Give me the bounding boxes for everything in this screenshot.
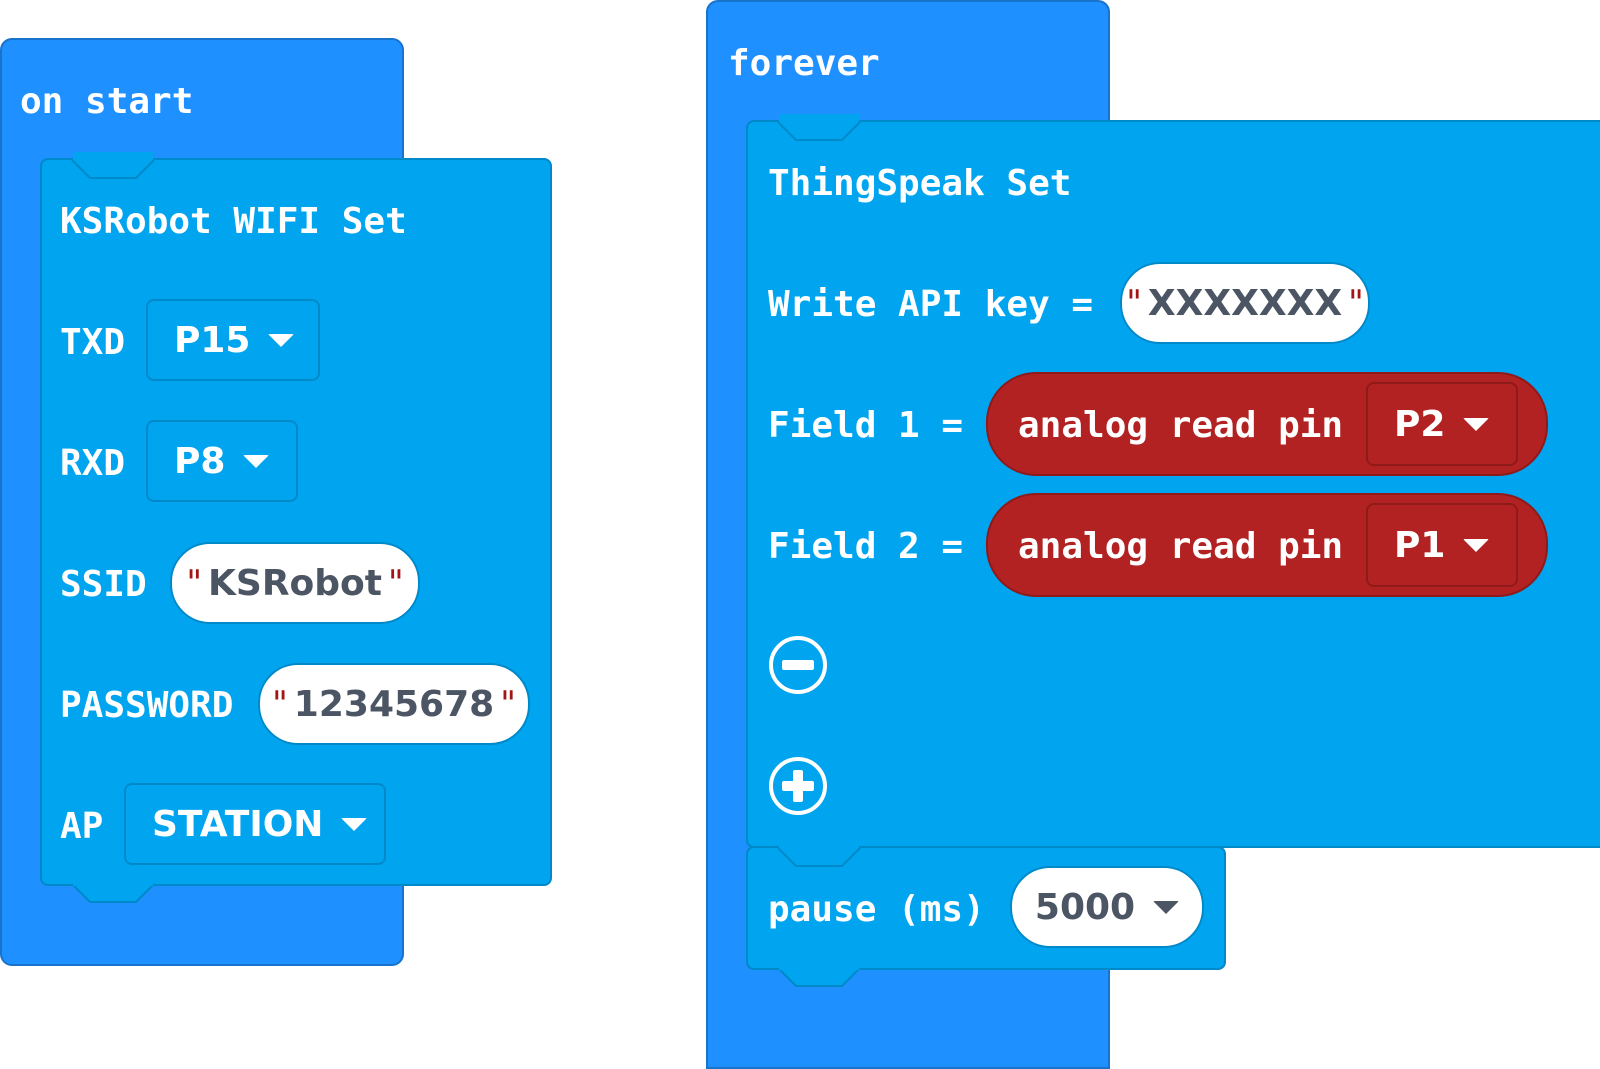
analog-read-pin-label-1: analog read pin bbox=[1018, 405, 1344, 446]
field1-pin-dropdown[interactable]: P2 bbox=[1366, 382, 1518, 466]
analog-read-pin-block-1[interactable] bbox=[986, 372, 1548, 476]
wifi-set-title: KSRobot WIFI Set bbox=[60, 201, 407, 242]
field2-pin-value: P1 bbox=[1394, 524, 1446, 566]
password-label: PASSWORD bbox=[60, 685, 234, 726]
chevron-down-icon bbox=[1463, 538, 1490, 552]
pause-duration-dropdown[interactable]: 5000 bbox=[1010, 866, 1204, 948]
quote-open: " bbox=[186, 563, 202, 603]
chevron-down-icon bbox=[268, 333, 295, 347]
pause-duration-value: 5000 bbox=[1034, 886, 1136, 928]
chevron-down-icon bbox=[1153, 900, 1180, 914]
ssid-string-field[interactable]: " KSRobot " bbox=[170, 542, 420, 624]
analog-read-pin-label-2: analog read pin bbox=[1018, 526, 1344, 567]
quote-open: " bbox=[272, 684, 288, 724]
block-notch bbox=[71, 152, 155, 179]
rxd-pin-dropdown[interactable]: P8 bbox=[146, 420, 298, 502]
field2-pin-dropdown[interactable]: P1 bbox=[1366, 503, 1518, 587]
ap-mode-value: STATION bbox=[152, 803, 324, 845]
plus-circle-icon[interactable] bbox=[769, 757, 827, 815]
rxd-pin-value: P8 bbox=[174, 440, 226, 482]
txd-pin-dropdown[interactable]: P15 bbox=[146, 299, 320, 381]
txd-pin-value: P15 bbox=[174, 319, 251, 361]
ssid-label: SSID bbox=[60, 564, 147, 605]
rxd-label: RXD bbox=[60, 443, 126, 484]
ap-mode-dropdown[interactable]: STATION bbox=[124, 783, 386, 865]
ap-label: AP bbox=[60, 806, 104, 847]
ssid-value: KSRobot bbox=[208, 562, 382, 604]
field2-label: Field 2 = bbox=[768, 526, 964, 567]
forever-label: forever bbox=[728, 43, 880, 84]
txd-label: TXD bbox=[60, 322, 126, 363]
quote-close: " bbox=[388, 563, 404, 603]
block-notch bbox=[777, 114, 861, 141]
field1-pin-value: P2 bbox=[1394, 403, 1446, 445]
api-key-value: XXXXXXX bbox=[1147, 282, 1343, 324]
analog-read-pin-block-2[interactable] bbox=[986, 493, 1548, 597]
quote-close: " bbox=[1348, 283, 1364, 323]
on-start-label: on start bbox=[20, 81, 194, 122]
chevron-down-icon bbox=[1463, 417, 1490, 431]
quote-close: " bbox=[500, 684, 516, 724]
block-notch bbox=[777, 840, 861, 867]
password-value: 12345678 bbox=[293, 683, 495, 725]
api-key-string-field[interactable]: " XXXXXXX " bbox=[1120, 262, 1370, 344]
block-tab bbox=[777, 966, 861, 987]
password-string-field[interactable]: " 12345678 " bbox=[258, 663, 530, 745]
chevron-down-icon bbox=[243, 454, 270, 468]
pause-label: pause (ms) bbox=[768, 889, 985, 930]
field1-label: Field 1 = bbox=[768, 405, 964, 446]
quote-open: " bbox=[1126, 283, 1142, 323]
minus-circle-icon[interactable] bbox=[769, 636, 827, 694]
thingspeak-set-title: ThingSpeak Set bbox=[768, 163, 1072, 204]
block-tab bbox=[71, 882, 155, 903]
thingspeak-set-block[interactable] bbox=[746, 120, 1600, 848]
chevron-down-icon bbox=[341, 817, 368, 831]
write-api-key-label: Write API key = bbox=[768, 284, 1094, 325]
ksrobot-wifi-set-block[interactable] bbox=[40, 158, 552, 886]
